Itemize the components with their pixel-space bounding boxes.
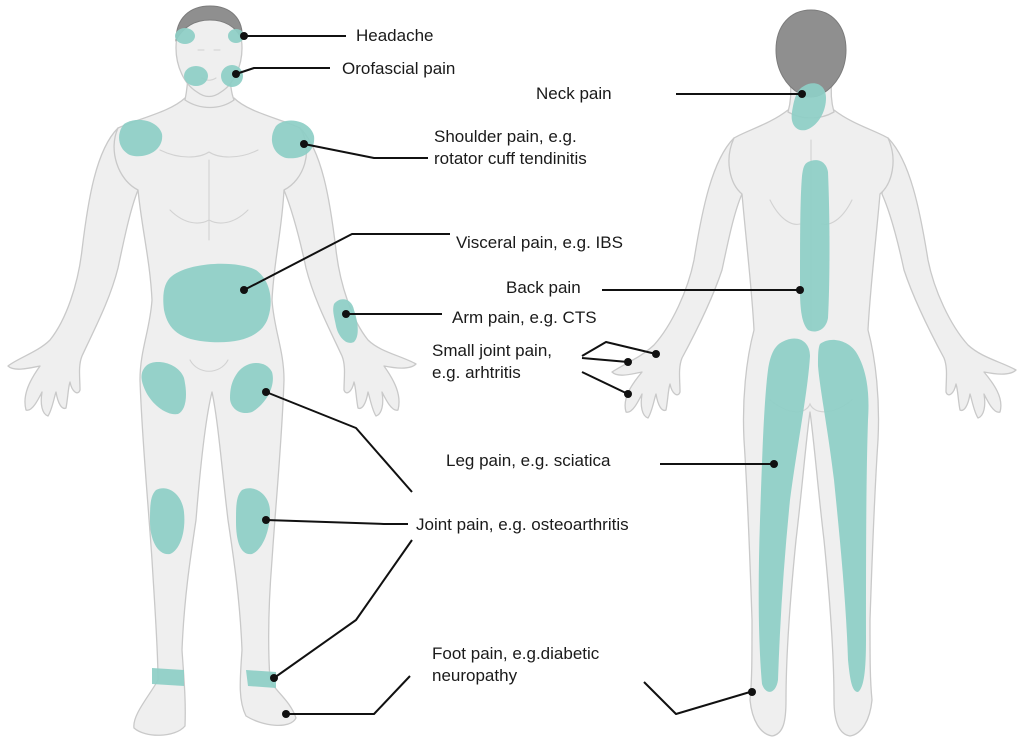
front-knee-left-region: [150, 488, 185, 555]
foot-front-leader: [286, 675, 411, 715]
front-headache-right-region: [228, 29, 244, 43]
front-hip-right-region: [230, 363, 273, 414]
label-small-joint-pain-line1: Small joint pain,: [432, 341, 553, 360]
label-joint-pain: Joint pain, e.g. osteoarthritis: [416, 515, 629, 534]
small-joint-leader-1: [581, 341, 657, 357]
label-shoulder-pain-line2: rotator cuff tendinitis: [434, 149, 587, 168]
visceral-leader: [243, 233, 450, 291]
joint-hip-leader: [265, 391, 413, 493]
front-pain-regions: [119, 28, 358, 688]
label-back-pain: Back pain: [506, 278, 581, 297]
front-ankle-left-region: [152, 668, 184, 686]
front-hip-left-region: [141, 362, 186, 415]
shoulder-leader: [303, 143, 428, 159]
front-body-figure: [7, 5, 417, 736]
label-neck-pain: Neck pain: [536, 84, 612, 103]
front-shoulder-right-region: [271, 120, 315, 159]
label-arm-pain: Arm pain, e.g. CTS: [452, 308, 597, 327]
label-orofacial-pain: Orofascial pain: [342, 59, 456, 78]
label-visceral-pain: Visceral pain, e.g. IBS: [456, 233, 623, 252]
front-visceral-region: [163, 263, 271, 343]
small-joint-leader-3: [581, 371, 629, 395]
back-leg-right-region: [818, 339, 869, 692]
small-joint-leader-2: [581, 357, 629, 363]
label-foot-pain-line1: Foot pain, e.g.diabetic: [432, 644, 600, 663]
label-headache: Headache: [356, 26, 434, 45]
joint-knee-leader: [265, 519, 408, 525]
front-arm-region: [333, 299, 358, 343]
label-foot-pain-line2: neuropathy: [432, 666, 518, 685]
label-small-joint-pain-line2: e.g. arhtritis: [432, 363, 521, 382]
back-leg-left-region: [758, 338, 810, 692]
orofacial-leader: [235, 67, 330, 75]
front-headache-left-region: [175, 28, 195, 44]
foot-back-leader: [643, 681, 751, 715]
back-spine-region: [800, 160, 830, 332]
front-shoulder-left-region: [119, 119, 163, 157]
joint-ankle-leader: [273, 539, 413, 679]
front-ankle-right-region: [246, 670, 276, 688]
front-knee-right-region: [236, 488, 270, 555]
label-leg-pain: Leg pain, e.g. sciatica: [446, 451, 611, 470]
front-orofacial-left-region: [184, 66, 208, 86]
label-shoulder-pain-line1: Shoulder pain, e.g.: [434, 127, 577, 146]
front-orofacial-right-region: [221, 65, 243, 87]
leader-lines: [232, 32, 806, 718]
back-pain-regions: [758, 83, 869, 692]
